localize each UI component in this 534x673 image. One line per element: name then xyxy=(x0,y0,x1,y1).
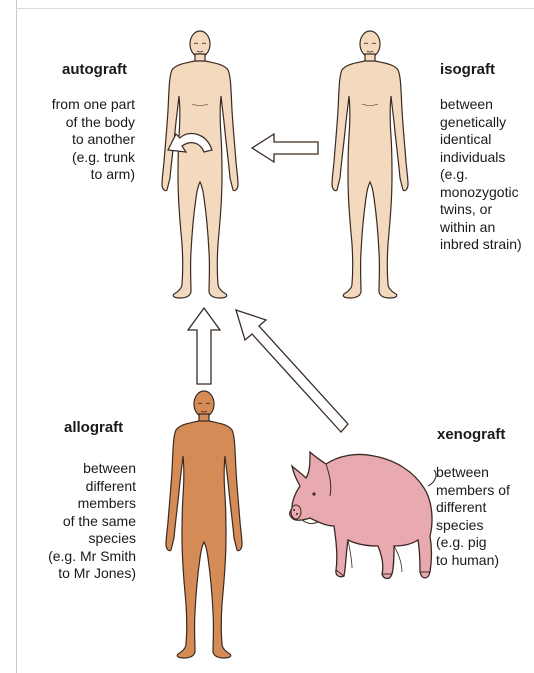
allograft-title: allograft xyxy=(64,419,123,437)
allograft-description: between different members of the same sp… xyxy=(20,460,136,583)
isograft-to-autograft-arrow xyxy=(252,134,318,162)
isograft-title: isograft xyxy=(440,61,495,79)
allograft-to-autograft-arrow xyxy=(188,308,220,384)
isograft-human-figure xyxy=(332,31,408,298)
xenograft-title: xenograft xyxy=(437,426,505,444)
pig-illustration xyxy=(290,452,436,579)
isograft-description: between genetically identical individual… xyxy=(440,96,534,254)
autograft-title: autograft xyxy=(62,61,127,79)
autograft-description: from one part of the body to another (e.… xyxy=(20,96,135,184)
xenograft-description: between members of different species (e.… xyxy=(436,464,532,569)
autograft-human-figure xyxy=(162,31,238,298)
xenograft-to-autograft-arrow xyxy=(236,310,348,432)
allograft-human-figure xyxy=(166,391,242,658)
